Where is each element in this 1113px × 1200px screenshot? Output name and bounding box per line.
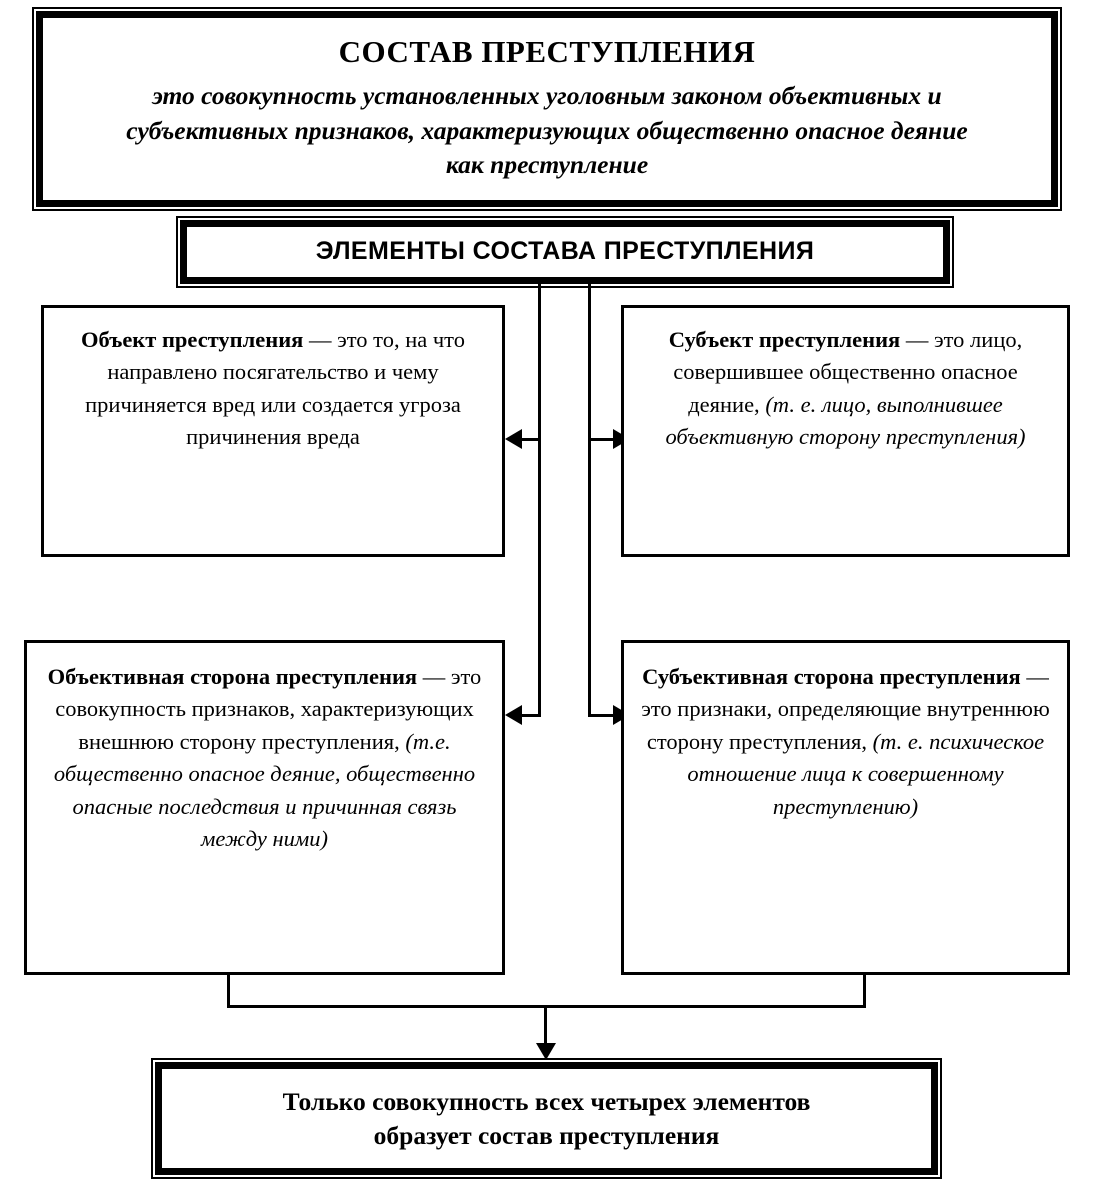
element-box-subject-lead: Субъект преступления [668, 327, 901, 352]
element-box-objective-side-body: — это совокупность признаков, характериз… [55, 664, 482, 754]
title-banner: СОСТАВ ПРЕСТУПЛЕНИЯ это совокупность уст… [36, 11, 1058, 207]
conclusion-banner: Только совокупность всех четырех элемент… [155, 1062, 938, 1175]
element-box-subjective-side-tail: (т. е. психическое отношение лица к сове… [687, 728, 1045, 819]
element-box-object-lead: Объект преступления [81, 327, 304, 352]
connector-to-object-box [513, 438, 541, 441]
element-box-subjective-side-text: Субъективная сторона преступления — это … [638, 655, 1053, 823]
element-box-subject-body: — это лицо, совершившее общественно опас… [673, 327, 1023, 417]
connector-right-trunk [588, 284, 591, 717]
element-box-subject: Субъект преступления — это лицо, соверши… [621, 305, 1070, 557]
elements-header-banner: ЭЛЕМЕНТЫ СОСТАВА ПРЕСТУПЛЕНИЯ [180, 220, 950, 284]
connector-to-subject-box [588, 438, 616, 441]
conclusion-line-2: образует состав преступления [373, 1120, 720, 1150]
arrow-left-to-object-box [505, 429, 522, 449]
element-box-subjective-side: Субъективная сторона преступления — это … [621, 640, 1070, 975]
elements-header-label: ЭЛЕМЕНТЫ СОСТАВА ПРЕСТУПЛЕНИЯ [315, 237, 815, 266]
element-box-object-body: — это то, на что направлено посягательст… [85, 327, 465, 450]
element-box-objective-side-text: Объективная сторона преступления — это с… [41, 655, 488, 855]
element-box-objective-side: Объективная сторона преступления — это с… [24, 640, 505, 975]
connector-to-conclusion [544, 1005, 547, 1045]
element-box-object: Объект преступления — это то, на что нап… [41, 305, 505, 557]
conclusion-banner-inner: Только совокупность всех четырех элемент… [160, 1067, 933, 1170]
connector-bottom-left-riser [227, 975, 230, 1008]
title-banner-inner: СОСТАВ ПРЕСТУПЛЕНИЯ это совокупность уст… [41, 16, 1053, 202]
connector-bottom-right-riser [863, 975, 866, 1008]
element-box-subject-tail: (т. е. лицо, выполнившее объективную сто… [665, 391, 1026, 450]
connector-to-objective-side-box [513, 714, 541, 717]
element-box-object-text: Объект преступления — это то, на что нап… [58, 320, 488, 454]
element-box-objective-side-lead: Объективная сторона преступления [47, 664, 418, 689]
element-box-subjective-side-lead: Субъективная сторона преступления [642, 664, 1021, 689]
arrow-left-to-objective-side-box [505, 705, 522, 725]
conclusion-line-1: Только совокупность всех четырех элемент… [282, 1086, 811, 1116]
page-title: СОСТАВ ПРЕСТУПЛЕНИЯ [338, 34, 756, 70]
elements-header-inner: ЭЛЕМЕНТЫ СОСТАВА ПРЕСТУПЛЕНИЯ [185, 225, 945, 279]
arrow-down-to-conclusion [536, 1043, 556, 1060]
element-box-subject-text: Субъект преступления — это лицо, соверши… [638, 320, 1053, 454]
title-subtitle: это совокупность установленных уголовным… [126, 80, 968, 180]
connector-to-subjective-side-box [588, 714, 616, 717]
element-box-objective-side-tail: (т.е. общественно опасное деяние, общест… [53, 728, 476, 851]
element-box-subjective-side-body: — это признаки, определяющие внутреннюю … [641, 664, 1050, 754]
connector-left-trunk [538, 284, 541, 717]
